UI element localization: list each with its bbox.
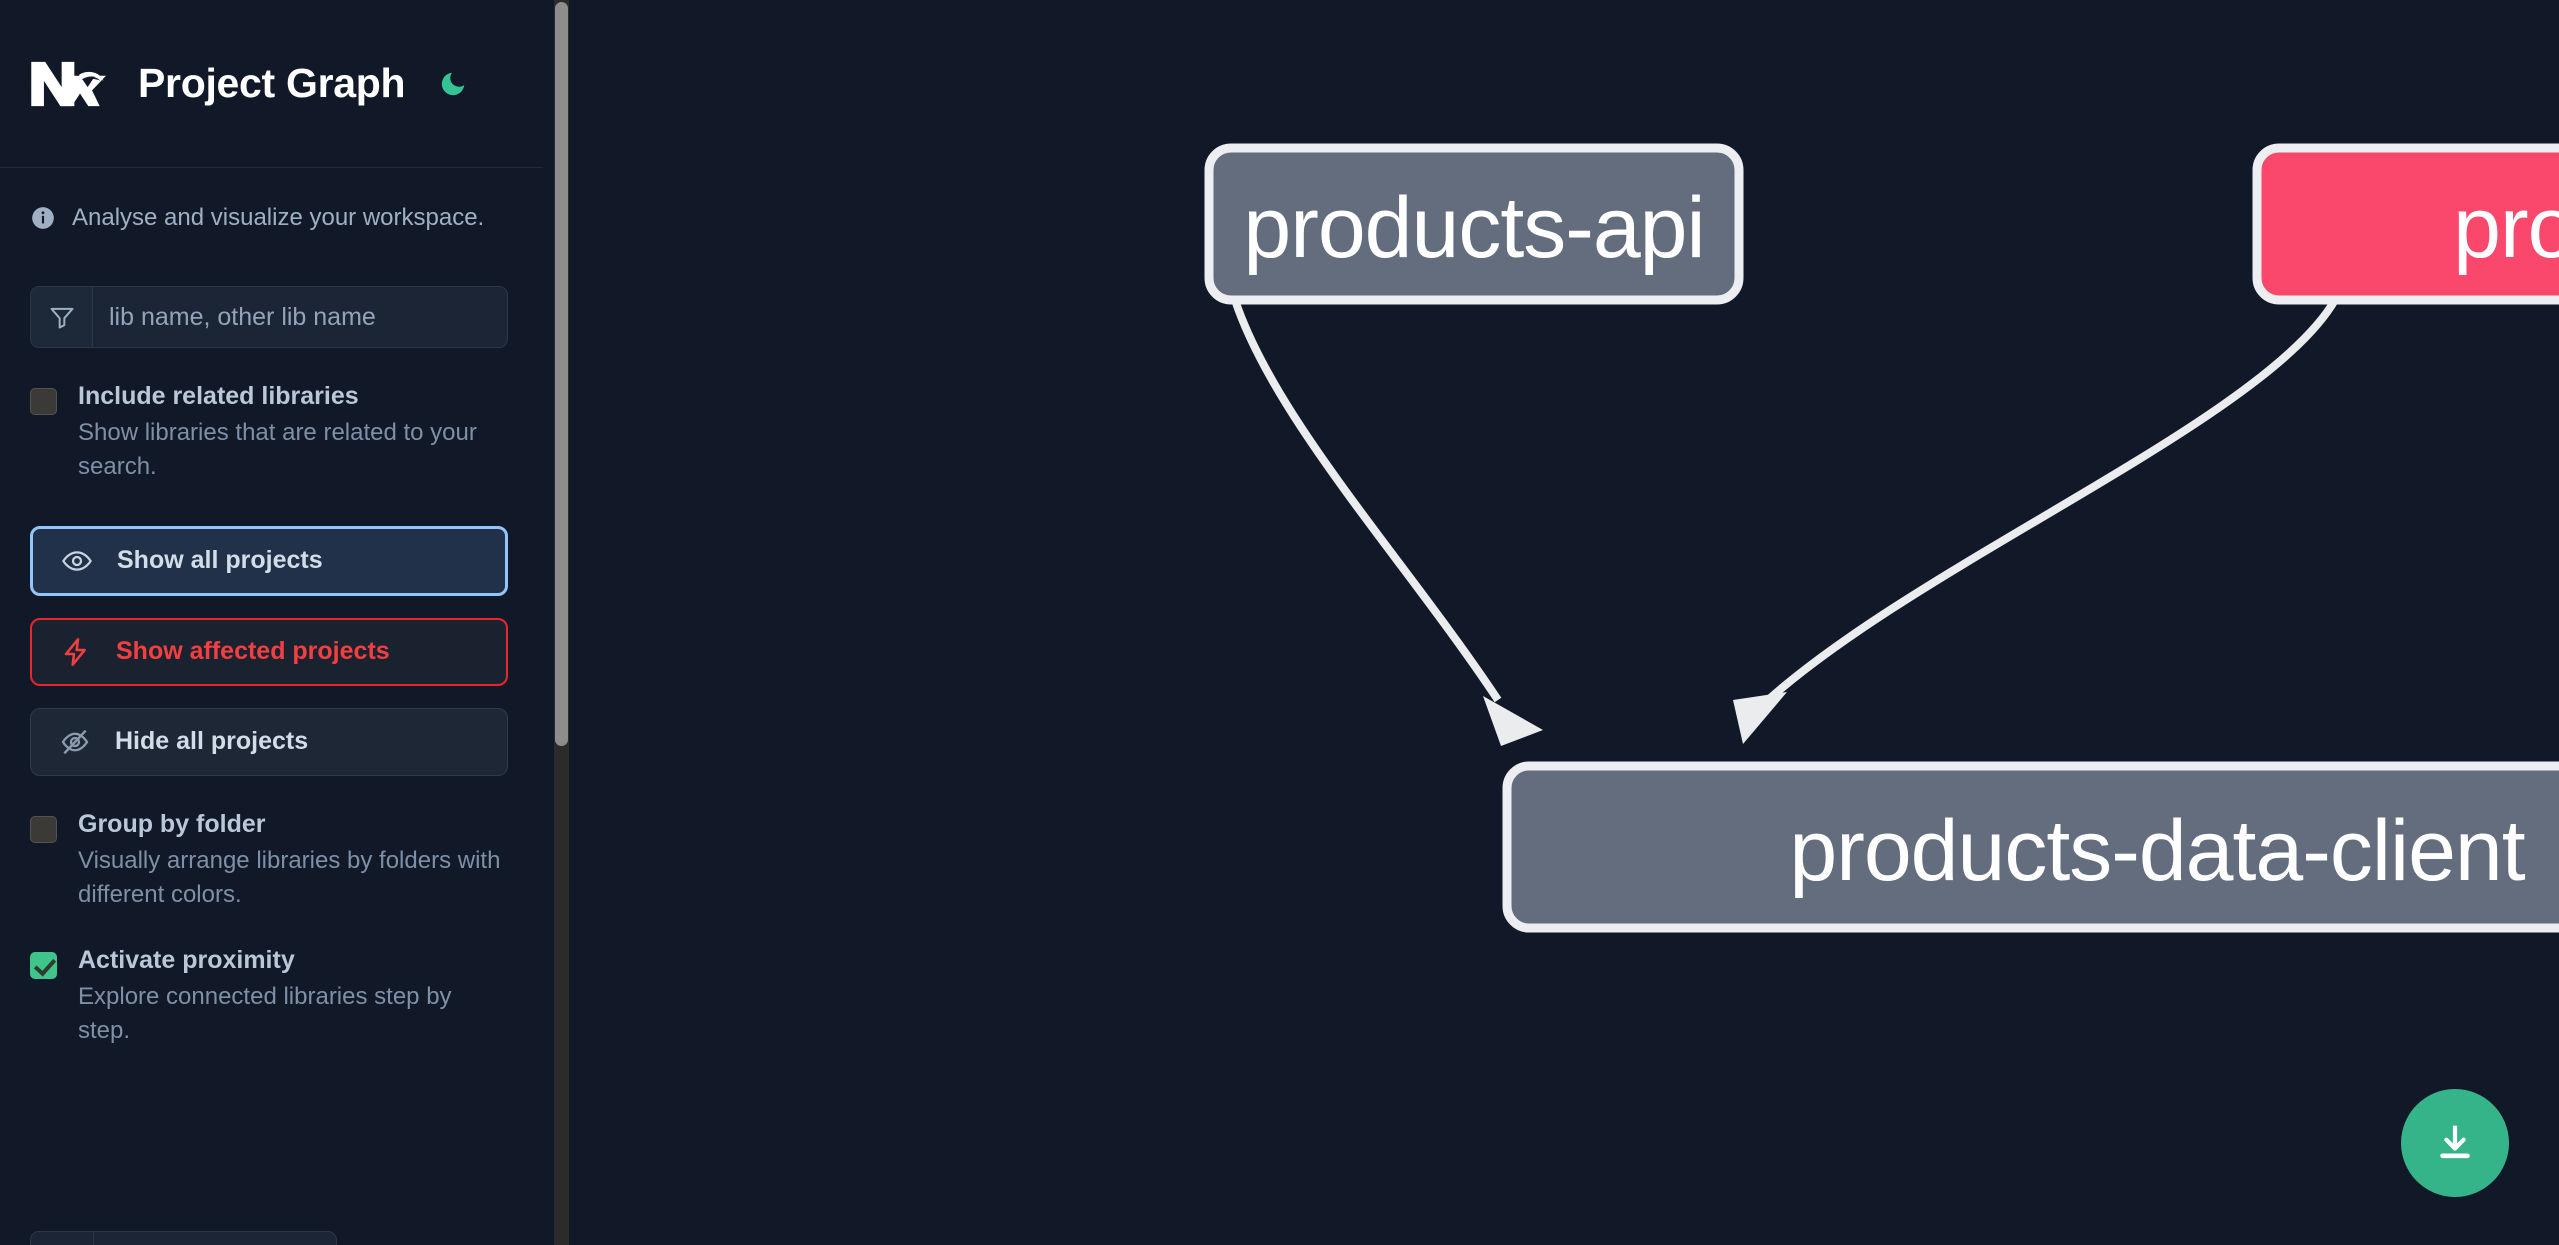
tagline: Analyse and visualize your workspace. <box>30 204 508 232</box>
arrowhead-products-api-edge <box>1483 696 1543 746</box>
sidebar: Project Graph Analy <box>0 0 575 1245</box>
node-products-cli-rect[interactable] <box>2252 143 2559 305</box>
download-graph-button[interactable] <box>2401 1089 2509 1197</box>
node-products-api-label: products-api <box>1243 180 1704 276</box>
divider <box>93 1232 94 1245</box>
option-description: Explore connected libraries step by step… <box>78 982 452 1044</box>
sidebar-body: Analyse and visualize your workspace. In… <box>0 204 543 1048</box>
edge-products-api-to-products-data-client <box>1231 298 1502 703</box>
edge-products-cli-to-products-data-client <box>1765 297 2339 703</box>
checkbox-include-related-libraries[interactable] <box>30 388 57 415</box>
node-products-api[interactable]: products-api <box>1204 143 1744 305</box>
button-label: Show affected projects <box>116 637 390 666</box>
search-input[interactable] <box>93 287 507 347</box>
eye-off-icon <box>59 726 91 758</box>
eye-icon <box>61 545 93 577</box>
graph-svg: products-api products-cli products-data-… <box>1204 143 2559 933</box>
option-description: Show libraries that are related to your … <box>78 418 477 480</box>
search-bar <box>30 286 508 348</box>
checkbox-activate-proximity[interactable] <box>30 951 57 979</box>
option-activate-proximity[interactable]: Activate proximity Explore connected lib… <box>30 946 508 1048</box>
hide-all-projects-button[interactable]: Hide all projects <box>30 707 508 776</box>
node-products-data-client[interactable]: products-data-client <box>1502 761 2559 933</box>
option-include-related-libraries[interactable]: Include related libraries Show libraries… <box>30 382 508 484</box>
node-products-data-client-label: products-data-client <box>1789 803 2525 899</box>
option-title: Group by folder <box>78 809 266 838</box>
action-button-group: Show all projects Show affected projects <box>30 525 508 776</box>
graph-canvas[interactable]: products-api products-cli products-data-… <box>575 0 2559 1245</box>
show-all-projects-button[interactable]: Show all projects <box>30 525 508 596</box>
node-products-api-rect[interactable] <box>1204 143 1744 305</box>
arrowhead-products-cli-edge <box>1733 692 1787 744</box>
sidebar-scrollbar[interactable] <box>554 0 569 1245</box>
tagline-text: Analyse and visualize your workspace. <box>72 204 485 231</box>
page-title: Project Graph <box>138 60 406 106</box>
sidebar-header: Project Graph <box>0 0 543 168</box>
checkbox-group-by-folder[interactable] <box>30 815 57 843</box>
node-products-data-client-rect[interactable] <box>1502 761 2559 933</box>
moon-icon[interactable] <box>433 64 473 104</box>
option-title: Include related libraries <box>78 382 359 410</box>
button-label: Show all projects <box>117 546 323 575</box>
button-label: Hide all projects <box>115 727 309 756</box>
node-products-cli[interactable]: products-cli <box>2252 143 2559 305</box>
filter-icon[interactable] <box>31 287 93 347</box>
graph-nodes: products-api products-cli products-data-… <box>1204 143 2559 933</box>
info-icon <box>30 205 56 231</box>
sidebar-scroll-region: Project Graph Analy <box>0 0 543 1245</box>
nx-logo-icon <box>30 60 106 108</box>
download-icon <box>2432 1119 2478 1168</box>
node-products-cli-label: products-cli <box>2453 180 2559 276</box>
lightning-icon <box>60 636 92 668</box>
proximity-control-partial[interactable] <box>30 1231 337 1245</box>
sidebar-scrollbar-thumb[interactable] <box>555 2 568 746</box>
option-group-by-folder[interactable]: Group by folder Visually arrange librari… <box>30 810 508 912</box>
option-title: Activate proximity <box>78 945 295 974</box>
graph-edges <box>1231 297 2339 746</box>
option-description: Visually arrange libraries by folders wi… <box>78 846 501 908</box>
show-affected-projects-button[interactable]: Show affected projects <box>30 617 508 686</box>
